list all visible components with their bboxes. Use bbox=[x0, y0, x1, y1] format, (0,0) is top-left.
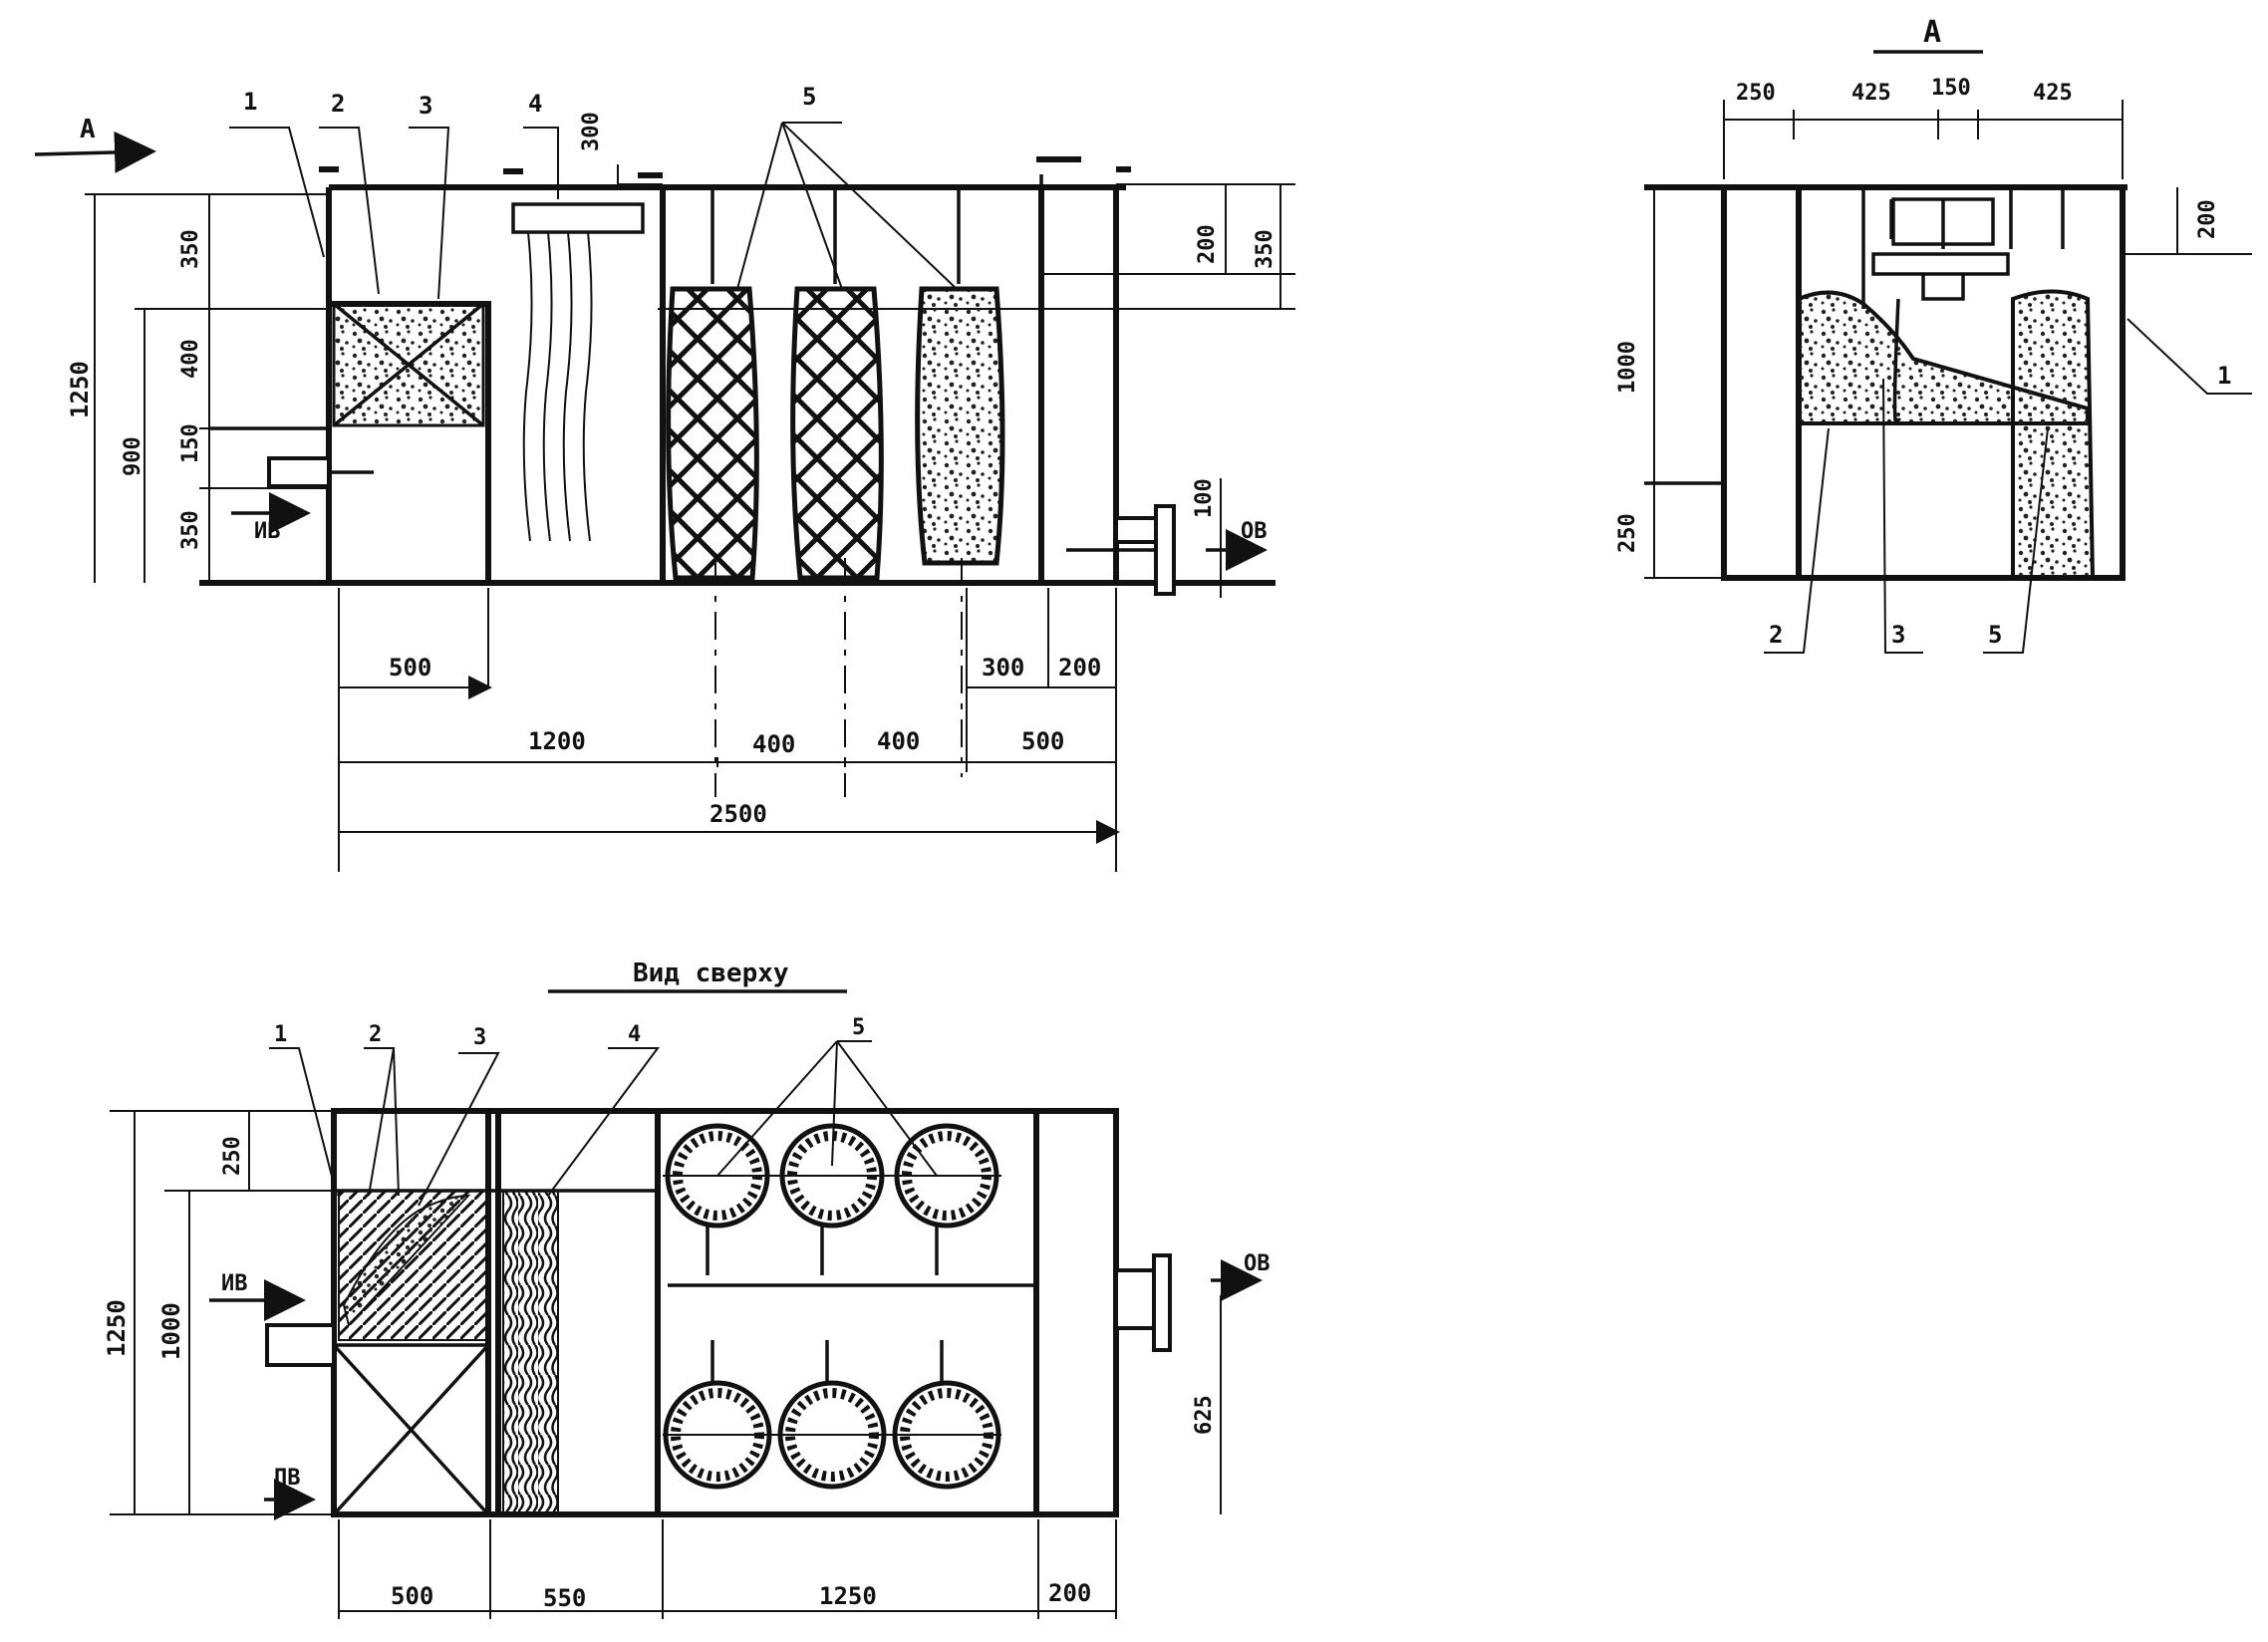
plan-dim-1250: 1250 bbox=[103, 1299, 131, 1357]
plan-callout-3: 3 bbox=[473, 1025, 486, 1050]
outlet-label: ОВ bbox=[1241, 519, 1268, 544]
side-dims-left: 1250 900 350 400 150 350 bbox=[66, 193, 329, 583]
plan-callout-2: 2 bbox=[369, 1022, 382, 1047]
section-a-dim-200: 200 bbox=[2195, 199, 2220, 239]
dim-100: 100 bbox=[1192, 478, 1217, 518]
plan-view-body bbox=[331, 1108, 1119, 1517]
side-view: А 1 2 3 4 5 1250 900 350 400 150 350 300 bbox=[34, 83, 1295, 872]
plan-dim-1000: 1000 bbox=[157, 1302, 185, 1360]
section-a-body bbox=[1644, 184, 2127, 581]
section-a-dim-425a: 425 bbox=[1851, 81, 1891, 106]
section-a-callout-3: 3 bbox=[1891, 621, 1905, 649]
dim-400: 400 bbox=[178, 339, 203, 379]
dim-2500: 2500 bbox=[709, 800, 767, 828]
section-a-callouts: 1 2 3 5 bbox=[1764, 318, 2252, 654]
cartridge-grain-3 bbox=[915, 286, 1005, 566]
dim-350-right: 350 bbox=[1253, 229, 1277, 269]
dim-500b: 500 bbox=[1021, 727, 1064, 755]
plan-dim-250: 250 bbox=[220, 1136, 245, 1176]
section-a-dim-250: 250 bbox=[1736, 81, 1776, 106]
plan-outlet-label: ОВ bbox=[1244, 1251, 1271, 1276]
side-dims-bottom: 500 300 200 1200 400 400 500 2500 bbox=[338, 588, 1120, 872]
plan-dim-550: 550 bbox=[543, 1584, 586, 1612]
plan-dim-200: 200 bbox=[1048, 1579, 1091, 1607]
side-callout-3: 3 bbox=[419, 92, 432, 120]
side-callouts: 1 2 3 4 5 bbox=[229, 83, 958, 300]
plan-dims-left: 1250 1000 250 bbox=[103, 1110, 334, 1515]
section-a-title: А bbox=[1923, 15, 1941, 50]
section-a-dim-150: 150 bbox=[1931, 76, 1971, 101]
dim-350a: 350 bbox=[178, 229, 203, 269]
side-callout-5: 5 bbox=[802, 83, 816, 111]
plan-callouts: 1 2 3 4 5 bbox=[269, 1015, 938, 1207]
side-dims-right: 200 350 100 bbox=[1116, 183, 1295, 598]
section-a-dims-top: 250 425 150 425 bbox=[1723, 76, 2124, 179]
fiber-load bbox=[511, 202, 645, 542]
section-a-callout-5: 5 bbox=[1988, 621, 2002, 649]
section-a-dim-425b: 425 bbox=[2033, 81, 2073, 106]
plan-cartridges-top bbox=[663, 1123, 1001, 1275]
section-a-dims-left: 1000 250 bbox=[1615, 187, 1724, 579]
inlet-pipe bbox=[267, 456, 374, 488]
plan-inlet-pipe bbox=[265, 1323, 336, 1367]
plan-callout-5: 5 bbox=[852, 1015, 865, 1040]
section-marker-a: А bbox=[80, 115, 96, 144]
plan-dim-1250: 1250 bbox=[819, 1582, 877, 1610]
plan-dim-500: 500 bbox=[391, 1582, 433, 1610]
section-a-view: А 250 425 150 425 1000 bbox=[1615, 15, 2252, 654]
section-a-dim-250-left: 250 bbox=[1615, 513, 1640, 553]
inlet-label: ИВ bbox=[254, 519, 281, 544]
plan-cartridges-bottom bbox=[663, 1340, 1001, 1490]
plan-dims-bottom: 500 550 1250 200 bbox=[338, 1519, 1117, 1619]
side-callout-4: 4 bbox=[528, 90, 542, 118]
side-callout-1: 1 bbox=[243, 88, 257, 116]
dim-350b: 350 bbox=[178, 510, 203, 550]
dim-1250: 1250 bbox=[66, 361, 94, 418]
cartridge-mesh-1 bbox=[666, 286, 759, 581]
dim-900: 900 bbox=[121, 436, 145, 476]
plan-dim-625: 625 bbox=[1192, 1395, 1217, 1435]
section-a-callout-2: 2 bbox=[1769, 621, 1783, 649]
plan-view: Вид сверху bbox=[103, 958, 1271, 1619]
dim-150: 150 bbox=[178, 423, 203, 463]
plan-inlet-label: ИВ bbox=[221, 1271, 248, 1296]
section-a-callout-1: 1 bbox=[2217, 362, 2231, 390]
section-a-dim-1000: 1000 bbox=[1615, 341, 1640, 394]
dim-200-right: 200 bbox=[1195, 224, 1220, 264]
dim-400b: 400 bbox=[877, 727, 920, 755]
dim-200-bottom: 200 bbox=[1058, 654, 1101, 682]
dim-300-top: 300 bbox=[579, 112, 604, 151]
dim-1200: 1200 bbox=[528, 727, 586, 755]
dim-500: 500 bbox=[389, 654, 431, 682]
plan-view-title: Вид сверху bbox=[633, 958, 789, 988]
plan-drain-label: ПВ bbox=[274, 1466, 301, 1491]
dim-300-bottom: 300 bbox=[982, 654, 1024, 682]
outlet-pipe bbox=[1066, 504, 1176, 596]
plan-callout-4: 4 bbox=[628, 1022, 641, 1047]
cartridge-mesh-2 bbox=[790, 286, 884, 581]
side-callout-2: 2 bbox=[331, 90, 345, 118]
plan-outlet-pipe bbox=[1114, 1253, 1172, 1352]
plan-callout-1: 1 bbox=[274, 1022, 287, 1047]
dim-400a: 400 bbox=[752, 730, 795, 758]
